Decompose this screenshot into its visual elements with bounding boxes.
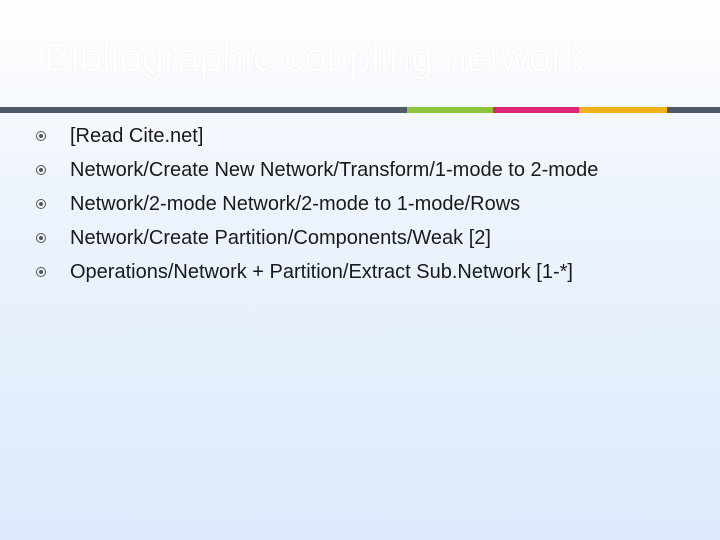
rule-segment-gold [579, 107, 667, 113]
bullet-item: Network/2-mode Network/2-mode to 1-mode/… [36, 190, 696, 218]
bullet-item: [Read Cite.net] [36, 122, 696, 150]
bullet-circle-icon [36, 165, 46, 175]
bullet-circle-icon [36, 131, 46, 141]
bullet-item: Network/Create New Network/Transform/1-m… [36, 156, 696, 184]
bullet-circle-icon [36, 267, 46, 277]
bullet-text: Operations/Network + Partition/Extract S… [70, 261, 573, 283]
bullet-text: Network/2-mode Network/2-mode to 1-mode/… [70, 193, 521, 215]
bullet-circle-icon [36, 233, 46, 243]
bullet-item: Network/Create Partition/Components/Weak… [36, 224, 696, 252]
bullet-item: Operations/Network + Partition/Extract S… [36, 258, 696, 286]
bullet-circle-icon [36, 199, 46, 209]
rule-segment-pink [493, 107, 579, 113]
slide-title: Bibliographic coupling network [44, 36, 585, 80]
bullet-text: [Read Cite.net] [70, 125, 204, 147]
title-rule [0, 107, 720, 113]
rule-segment-tail [667, 107, 720, 113]
bullet-list: [Read Cite.net] Network/Create New Netwo… [36, 122, 696, 292]
bullet-text: Network/Create New Network/Transform/1-m… [70, 159, 599, 181]
rule-segment-dark [0, 107, 407, 113]
rule-segment-green [407, 107, 493, 113]
bullet-text: Network/Create Partition/Components/Weak… [70, 227, 491, 249]
